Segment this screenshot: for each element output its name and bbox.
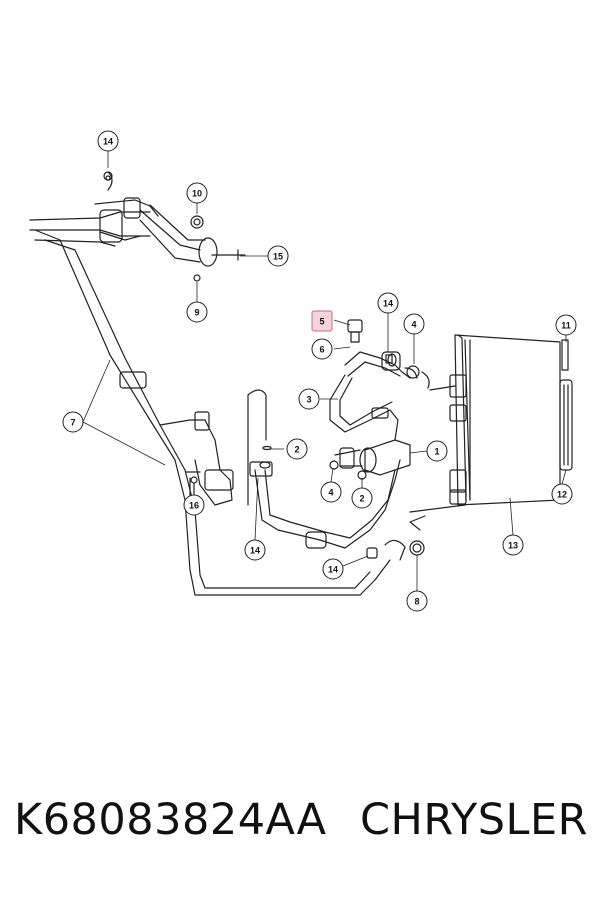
callout-label: 8 — [414, 597, 419, 607]
callout-2[interactable]: 2 — [351, 487, 373, 509]
line-drawing — [29, 171, 573, 596]
callout-14[interactable]: 14 — [322, 558, 344, 580]
callout-7[interactable]: 7 — [62, 411, 84, 433]
callout-marker-shape — [311, 310, 333, 332]
callout-10[interactable]: 10 — [186, 182, 208, 204]
callout-label: 11 — [561, 321, 571, 331]
callout-marker-shape — [298, 388, 320, 410]
callout-4[interactable]: 4 — [403, 313, 425, 335]
callout-11[interactable]: 11 — [555, 314, 577, 336]
callout-marker-shape — [62, 411, 84, 433]
leader-lines — [82, 150, 567, 591]
callout-label: 12 — [557, 490, 567, 500]
callout-marker-shape — [322, 558, 344, 580]
callout-marker-shape — [244, 539, 266, 561]
callout-marker-shape — [97, 130, 119, 152]
callout-14[interactable]: 14 — [377, 292, 399, 314]
callout-marker-shape — [403, 313, 425, 335]
callout-label: 5 — [319, 317, 324, 327]
callout-marker-shape — [502, 534, 524, 556]
callout-2[interactable]: 2 — [286, 438, 308, 460]
callout-12[interactable]: 12 — [551, 483, 573, 505]
callout-label: 15 — [273, 252, 283, 262]
callout-marker-shape — [286, 438, 308, 460]
callout-label: 4 — [328, 488, 333, 498]
callout-marker-shape — [377, 292, 399, 314]
callout-label: 14 — [103, 137, 113, 147]
callout-marker-shape — [406, 590, 428, 612]
callout-marker-shape — [183, 494, 205, 516]
callout-label: 6 — [319, 345, 324, 355]
callout-marker-shape — [426, 440, 448, 462]
callout-marker-shape — [351, 487, 373, 509]
callout-6[interactable]: 6 — [311, 338, 333, 360]
callout-label: 1 — [434, 447, 439, 457]
callout-4[interactable]: 4 — [320, 481, 342, 503]
callout-15[interactable]: 15 — [267, 245, 289, 267]
callout-9[interactable]: 9 — [186, 301, 208, 323]
callout-marker-shape — [555, 314, 577, 336]
callout-label: 3 — [306, 395, 311, 405]
callout-label: 2 — [294, 445, 299, 455]
callout-label: 9 — [194, 308, 199, 318]
callout-marker-shape — [186, 182, 208, 204]
part-number: K68083824AA — [14, 795, 327, 845]
callout-label: 7 — [70, 418, 75, 428]
callout-16[interactable]: 16 — [183, 494, 205, 516]
footer: K68083824AA CHRYSLER — [0, 795, 600, 865]
callout-marker-shape — [320, 481, 342, 503]
callout-8[interactable]: 8 — [406, 590, 428, 612]
callout-14[interactable]: 14 — [244, 539, 266, 561]
callout-marker-shape — [267, 245, 289, 267]
callout-label: 2 — [359, 494, 364, 504]
callout-label: 4 — [411, 320, 416, 330]
callout-14[interactable]: 14 — [97, 130, 119, 152]
callout-label: 16 — [189, 501, 199, 511]
callout-marker-shape — [186, 301, 208, 323]
callout-label: 14 — [250, 546, 260, 556]
callout-1[interactable]: 1 — [426, 440, 448, 462]
callout-label: 14 — [328, 565, 338, 575]
callout-3[interactable]: 3 — [298, 388, 320, 410]
callout-marker-shape — [551, 483, 573, 505]
callout-label: 10 — [192, 189, 202, 199]
callout-13[interactable]: 13 — [502, 534, 524, 556]
callout-label: 13 — [508, 541, 518, 551]
callout-marker-shape — [311, 338, 333, 360]
callout-label: 14 — [383, 299, 393, 309]
callout-5[interactable]: 5 — [311, 310, 333, 332]
brand-name: CHRYSLER — [360, 795, 589, 845]
